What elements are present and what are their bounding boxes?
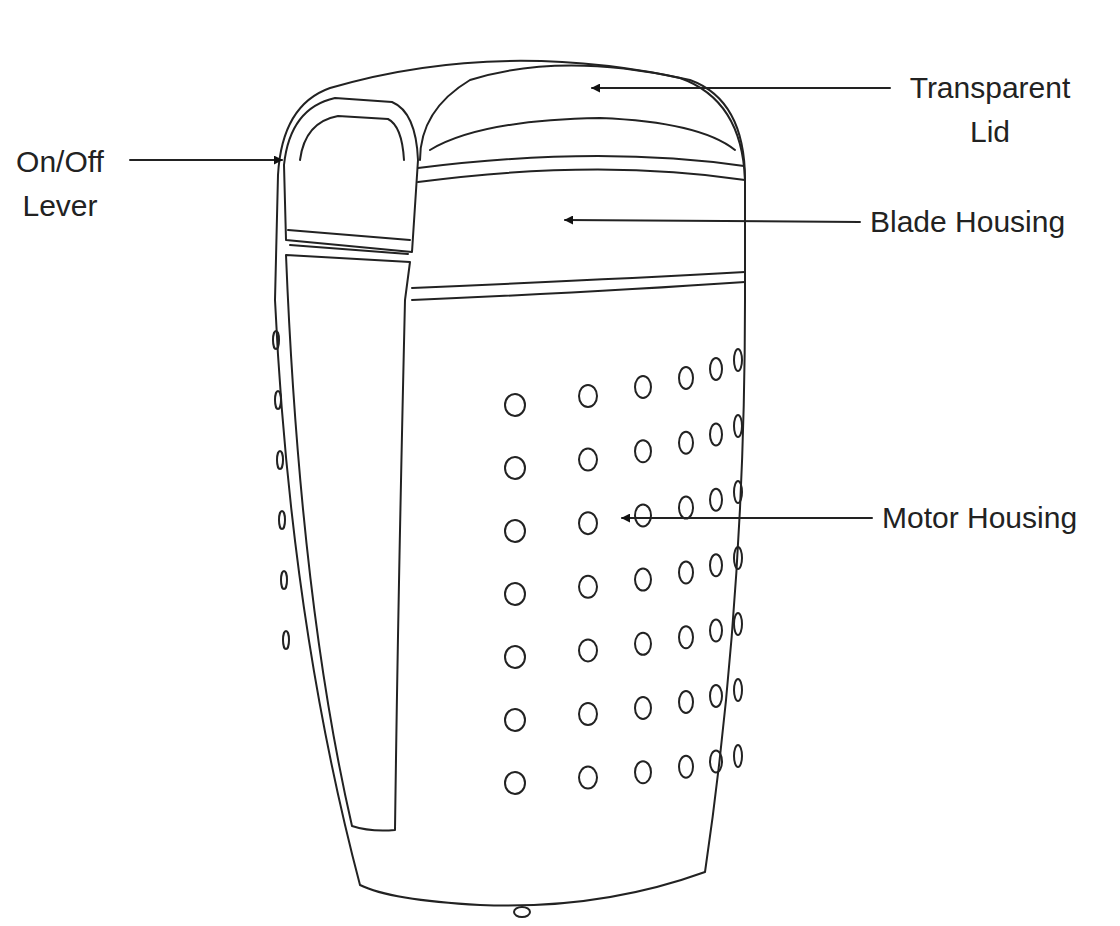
vent-hole	[635, 697, 651, 719]
part-label: Blade Housing	[870, 200, 1065, 244]
vent-hole	[734, 613, 742, 635]
vent-hole	[579, 385, 597, 407]
vent-hole	[579, 767, 597, 789]
leader-arrow	[565, 220, 860, 222]
vent-hole	[505, 394, 525, 416]
vent-hole	[281, 571, 287, 589]
vent-hole	[273, 331, 279, 349]
vent-hole	[679, 497, 693, 519]
vent-hole	[505, 646, 525, 668]
vent-hole	[579, 576, 597, 598]
vent-hole	[635, 633, 651, 655]
leader-arrow	[130, 159, 282, 161]
vent-hole	[679, 756, 693, 778]
foot	[514, 907, 530, 917]
vent-hole	[635, 761, 651, 783]
vent-hole	[279, 511, 285, 529]
vent-hole	[505, 457, 525, 479]
leader-arrow	[622, 517, 872, 519]
lever-slot	[288, 230, 410, 254]
vent-hole	[710, 358, 722, 380]
lid-inner	[430, 118, 735, 150]
part-label: On/Off Lever	[5, 140, 115, 227]
vent-hole	[734, 481, 742, 503]
vent-hole	[734, 349, 742, 371]
vent-hole	[275, 391, 281, 409]
vent-hole	[679, 626, 693, 648]
vent-hole	[579, 449, 597, 471]
lid-rim	[418, 156, 745, 182]
vent-hole	[710, 554, 722, 576]
lever-strip	[286, 255, 410, 831]
vent-hole	[579, 639, 597, 661]
vent-hole	[505, 709, 525, 731]
vent-hole	[710, 750, 722, 772]
vent-hole	[635, 504, 651, 526]
vent-hole	[635, 569, 651, 591]
vent-hole	[679, 367, 693, 389]
body-outline	[275, 61, 745, 906]
vent-hole	[579, 512, 597, 534]
vent-hole	[710, 685, 722, 707]
vent-hole	[679, 432, 693, 454]
vent-hole	[505, 583, 525, 605]
vent-hole	[579, 703, 597, 725]
part-label: Transparent Lid	[895, 66, 1085, 153]
vent-hole	[505, 772, 525, 794]
vent-hole	[734, 415, 742, 437]
vent-hole	[277, 451, 283, 469]
lever-inner	[300, 116, 404, 160]
vent-hole	[710, 423, 722, 445]
vent-hole	[679, 691, 693, 713]
vent-hole	[635, 376, 651, 398]
part-label: Motor Housing	[882, 496, 1077, 540]
blade-housing-edge	[412, 272, 745, 300]
vent-hole	[679, 561, 693, 583]
vent-hole	[734, 745, 742, 767]
vent-holes	[273, 331, 742, 794]
vent-hole	[635, 440, 651, 462]
vent-hole	[710, 620, 722, 642]
vent-hole	[710, 489, 722, 511]
vent-hole	[283, 631, 289, 649]
vent-hole	[734, 679, 742, 701]
lever-cap	[284, 98, 418, 252]
leader-arrow	[592, 87, 890, 89]
vent-hole	[734, 547, 742, 569]
vent-hole	[505, 520, 525, 542]
